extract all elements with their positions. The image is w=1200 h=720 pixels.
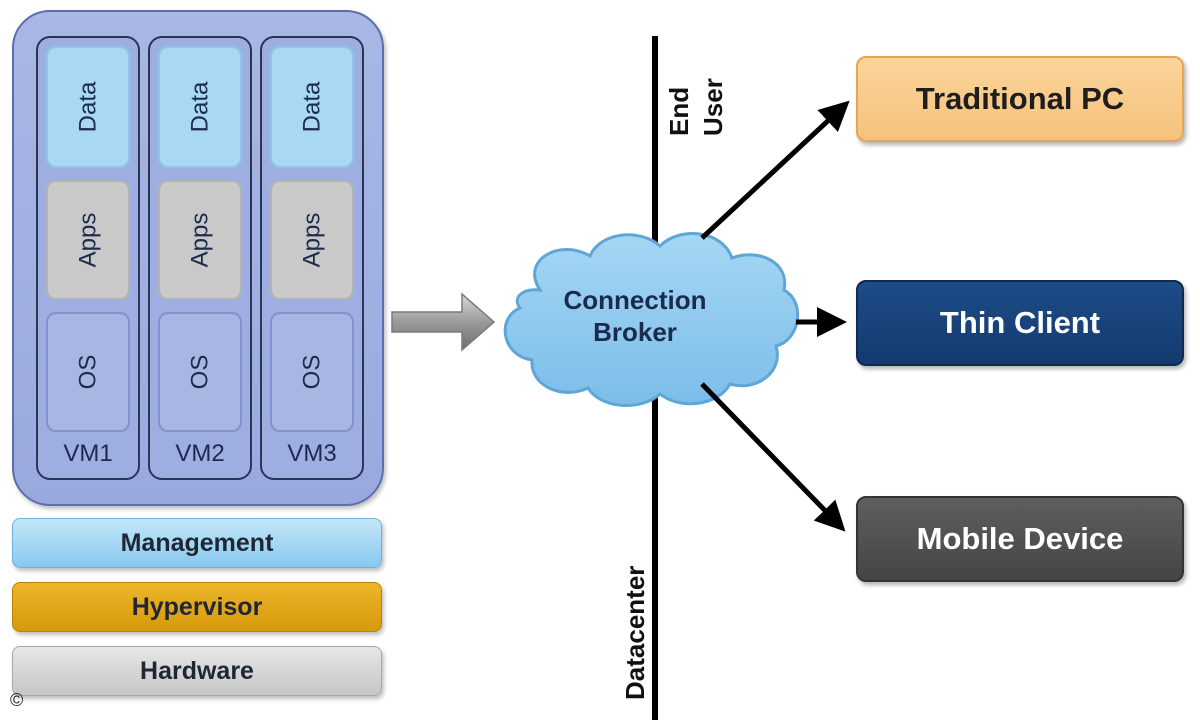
vm-3-apps-label: Apps [297, 212, 325, 268]
vm-2-data-label: Data [185, 81, 213, 133]
vm-2-apps-layer: Apps [158, 180, 242, 300]
vm-1-label: VM1 [63, 440, 113, 467]
vm-3-os-layer: OS [270, 312, 354, 432]
vm-1-data-layer: Data [46, 46, 130, 168]
zone-label-end: End [664, 86, 694, 136]
hardware-layer: Hardware [12, 646, 382, 696]
vm-3-label: VM3 [287, 440, 337, 467]
connection-broker-line1: Connection [563, 285, 707, 315]
copyright-mark: © [10, 690, 24, 710]
vm-2-data-layer: Data [158, 46, 242, 168]
vm-1: Data Apps OS VM1 [36, 36, 140, 480]
vm-3-data-label: Data [297, 81, 325, 133]
vm-1-apps-layer: Apps [46, 180, 130, 300]
vm-1-data-label: Data [73, 81, 101, 133]
thin-client-box: Thin Client [856, 280, 1184, 366]
zone-label-datacenter: Datacenter [620, 565, 650, 700]
connection-broker-line2: Broker [593, 317, 677, 347]
arrow-to-mobile-device [700, 382, 846, 532]
vm-2-label: VM2 [175, 440, 225, 467]
vm-2-apps-label: Apps [185, 212, 213, 268]
vm-to-broker-arrow [391, 292, 496, 352]
vm-2-os-layer: OS [158, 312, 242, 432]
vm-group: Data Apps OS VM1 Data Apps OS VM2 Data A… [12, 10, 384, 506]
arrow-to-traditional-pc [700, 100, 850, 240]
connection-broker-cloud [503, 232, 800, 407]
mobile-device-box: Mobile Device [856, 496, 1184, 582]
vm-3-apps-layer: Apps [270, 180, 354, 300]
vm-3-os-label: OS [298, 354, 325, 390]
zone-label-user: User [698, 78, 728, 136]
connection-broker-label: Connection Broker [530, 284, 740, 348]
vm-2-os-label: OS [186, 354, 213, 390]
vm-3-data-layer: Data [270, 46, 354, 168]
management-layer: Management [12, 518, 382, 568]
hypervisor-layer: Hypervisor [12, 582, 382, 632]
vm-1-os-layer: OS [46, 312, 130, 432]
vm-1-os-label: OS [74, 354, 101, 390]
vm-2: Data Apps OS VM2 [148, 36, 252, 480]
vm-3: Data Apps OS VM3 [260, 36, 364, 480]
traditional-pc-box: Traditional PC [856, 56, 1184, 142]
vm-1-apps-label: Apps [73, 212, 101, 268]
